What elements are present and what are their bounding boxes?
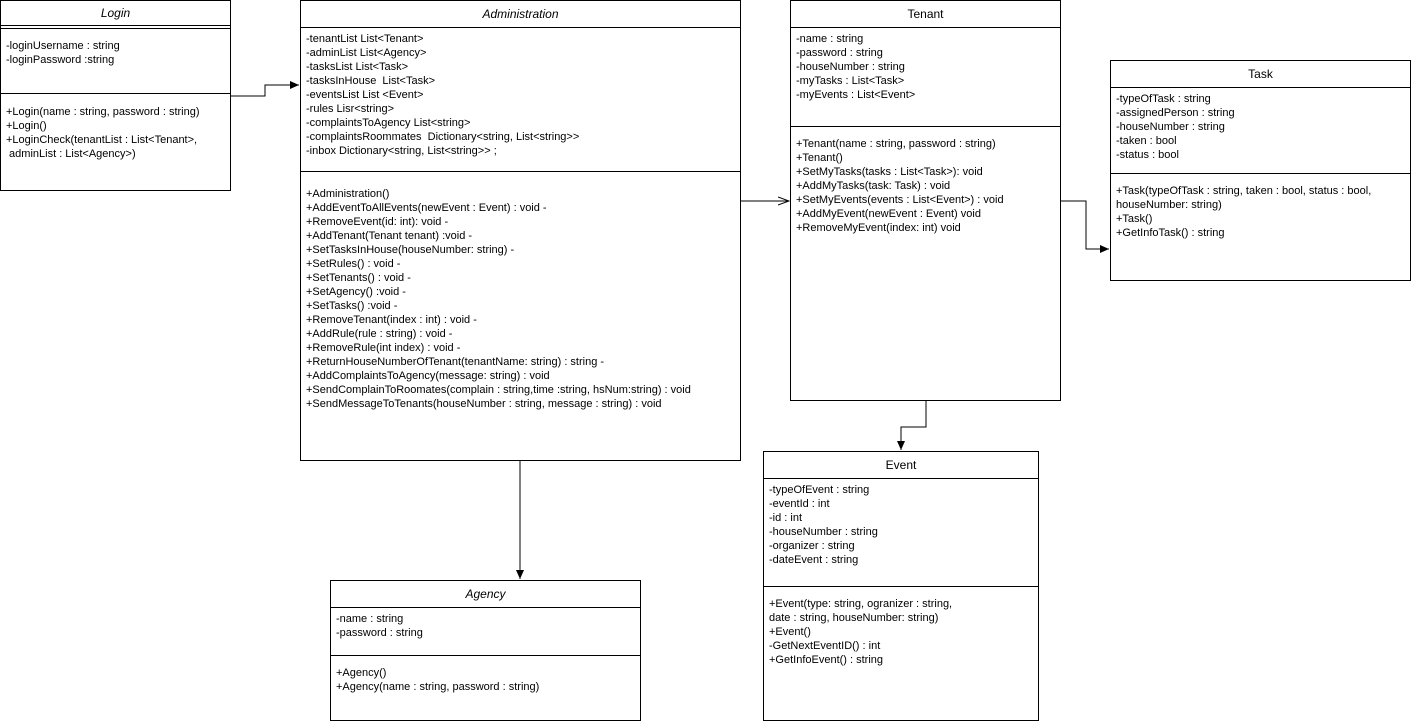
attribute: -tasksList List<Task> [306,61,409,73]
login-to-administration-arrow [231,81,299,97]
tenant-methods: +Tenant(name : string, password : string… [791,127,1060,235]
attribute: -name : string [336,613,404,625]
method: +AddMyTasks(task: Task) : void [796,180,951,192]
method: houseNumber: string) [1116,199,1222,211]
login-attributes: -loginUsername : string -loginPassword :… [1,29,230,94]
agency-class-name: Agency [331,581,640,608]
tenant-attributes: -name : string -password : string -house… [791,28,1060,127]
agency-attributes: -name : string -password : string [331,608,640,656]
method: +SetAgency() :void - [306,286,406,298]
administration-methods: +Administration() +AddEventToAllEvents(n… [301,172,740,411]
attribute: -myTasks : List<Task> [796,75,905,87]
login-class[interactable]: Login -loginUsername : string -loginPass… [0,0,231,191]
attribute: -tenantList List<Tenant> [306,33,424,45]
method: +Agency() [336,667,387,679]
event-class[interactable]: Event -typeOfEvent : string -eventId : i… [763,451,1039,721]
administration-attributes: -tenantList List<Tenant> -adminList List… [301,28,740,172]
attribute: -dateEvent : string [769,554,859,566]
method: +RemoveEvent(id: int): void - [306,216,449,228]
tenant-class-name: Tenant [791,1,1060,28]
method: +AddComplaintsToAgency(message: string) … [306,370,550,382]
method: +SetTasks() :void - [306,300,398,312]
method: +SetMyTasks(tasks : List<Task>): void [796,166,983,178]
method: +SendComplainToRoomates(complain : strin… [306,384,691,396]
method: +SetMyEvents(events : List<Event>) : voi… [796,194,1004,206]
attribute: -typeOfEvent : string [769,484,870,496]
login-methods: +Login(name : string, password : string)… [1,94,230,161]
task-attributes: -typeOfTask : string -assignedPerson : s… [1111,88,1410,174]
attribute: -password : string [336,627,423,639]
method: +Agency(name : string, password : string… [336,681,540,693]
attribute: -inbox Dictionary<string, List<string>> … [306,145,497,157]
method: +SendMessageToTenants(houseNumber : stri… [306,398,662,410]
event-methods: +Event(type: string, ogranizer : string,… [764,587,1038,667]
attribute: -houseNumber : string [1116,121,1225,133]
method: +Event(type: string, ogranizer : string, [769,598,953,610]
attribute: -rules Lisr<string> [306,103,395,115]
method: +Administration() [306,188,390,200]
event-class-name: Event [764,452,1038,479]
method: +AddMyEvent(newEvent : Event) void [796,208,981,220]
task-class-name: Task [1111,61,1410,88]
method: +AddEventToAllEvents(newEvent : Event) :… [306,202,547,214]
method: +GetInfoEvent() : string [769,654,884,666]
attribute: -status : bool [1116,149,1179,161]
method: +Tenant(name : string, password : string… [796,138,996,150]
attribute: -complaintsToAgency List<string> [306,117,471,129]
administration-class[interactable]: Administration -tenantList List<Tenant> … [300,0,741,461]
method: +Event() [769,626,811,638]
attribute: -adminList List<Agency> [306,47,427,59]
method: date : string, houseNumber: string) [769,612,939,624]
attribute: -eventsList List <Event> [306,89,424,101]
method: +Task() [1116,213,1153,225]
method: +RemoveTenant(index : int) : void - [306,314,477,326]
method: +AddRule(rule : string) : void - [306,328,453,340]
login-class-name: Login [1,1,230,29]
agency-class[interactable]: Agency -name : string -password : string… [330,580,641,721]
attribute: -loginUsername : string [6,40,120,52]
administration-class-name: Administration [301,1,740,28]
method: +LoginCheck(tenantList : List<Tenant>, [6,134,198,146]
attribute: -name : string [796,33,864,45]
method: +SetRules() : void - [306,258,401,270]
task-class[interactable]: Task -typeOfTask : string -assignedPerso… [1110,60,1411,281]
agency-methods: +Agency() +Agency(name : string, passwor… [331,656,640,694]
attribute: -id : int [769,512,803,524]
attribute: -taken : bool [1116,135,1177,147]
method: +ReturnHouseNumberOfTenant(tenantName: s… [306,356,605,368]
tenant-to-event-arrow [897,401,927,450]
attribute: -organizer : string [769,540,855,552]
attribute: -myEvents : List<Event> [796,89,916,101]
attribute: -complaintsRoommates Dictionary<string, … [306,131,580,143]
event-attributes: -typeOfEvent : string -eventId : int -id… [764,479,1038,587]
attribute: -loginPassword :string [6,54,115,66]
attribute: -houseNumber : string [796,61,905,73]
attribute: -houseNumber : string [769,526,878,538]
method: +RemoveMyEvent(index: int) void [796,222,961,234]
method: +RemoveRule(int index) : void - [306,342,461,354]
method: +AddTenant(Tenant tenant) :void - [306,230,473,242]
attribute: -typeOfTask : string [1116,93,1211,105]
attribute: -assignedPerson : string [1116,107,1235,119]
attribute: -tasksInHouse List<Task> [306,75,436,87]
method: +SetTenants() : void - [306,272,411,284]
method: adminList : List<Agency>) [6,148,136,160]
method: +Task(typeOfTask : string, taken : bool,… [1116,185,1372,197]
method: +GetInfoTask() : string [1116,227,1225,239]
tenant-class[interactable]: Tenant -name : string -password : string… [790,0,1061,401]
method: +SetTasksInHouse(houseNumber: string) - [306,244,515,256]
method: +Tenant() [796,152,843,164]
tenant-to-task-arrow [1061,200,1109,253]
method: +Login() [6,120,47,132]
method: -GetNextEventID() : int [769,640,881,652]
attribute: -eventId : int [769,498,830,510]
attribute: -password : string [796,47,883,59]
method: +Login(name : string, password : string) [6,106,200,118]
task-methods: +Task(typeOfTask : string, taken : bool,… [1111,174,1410,240]
